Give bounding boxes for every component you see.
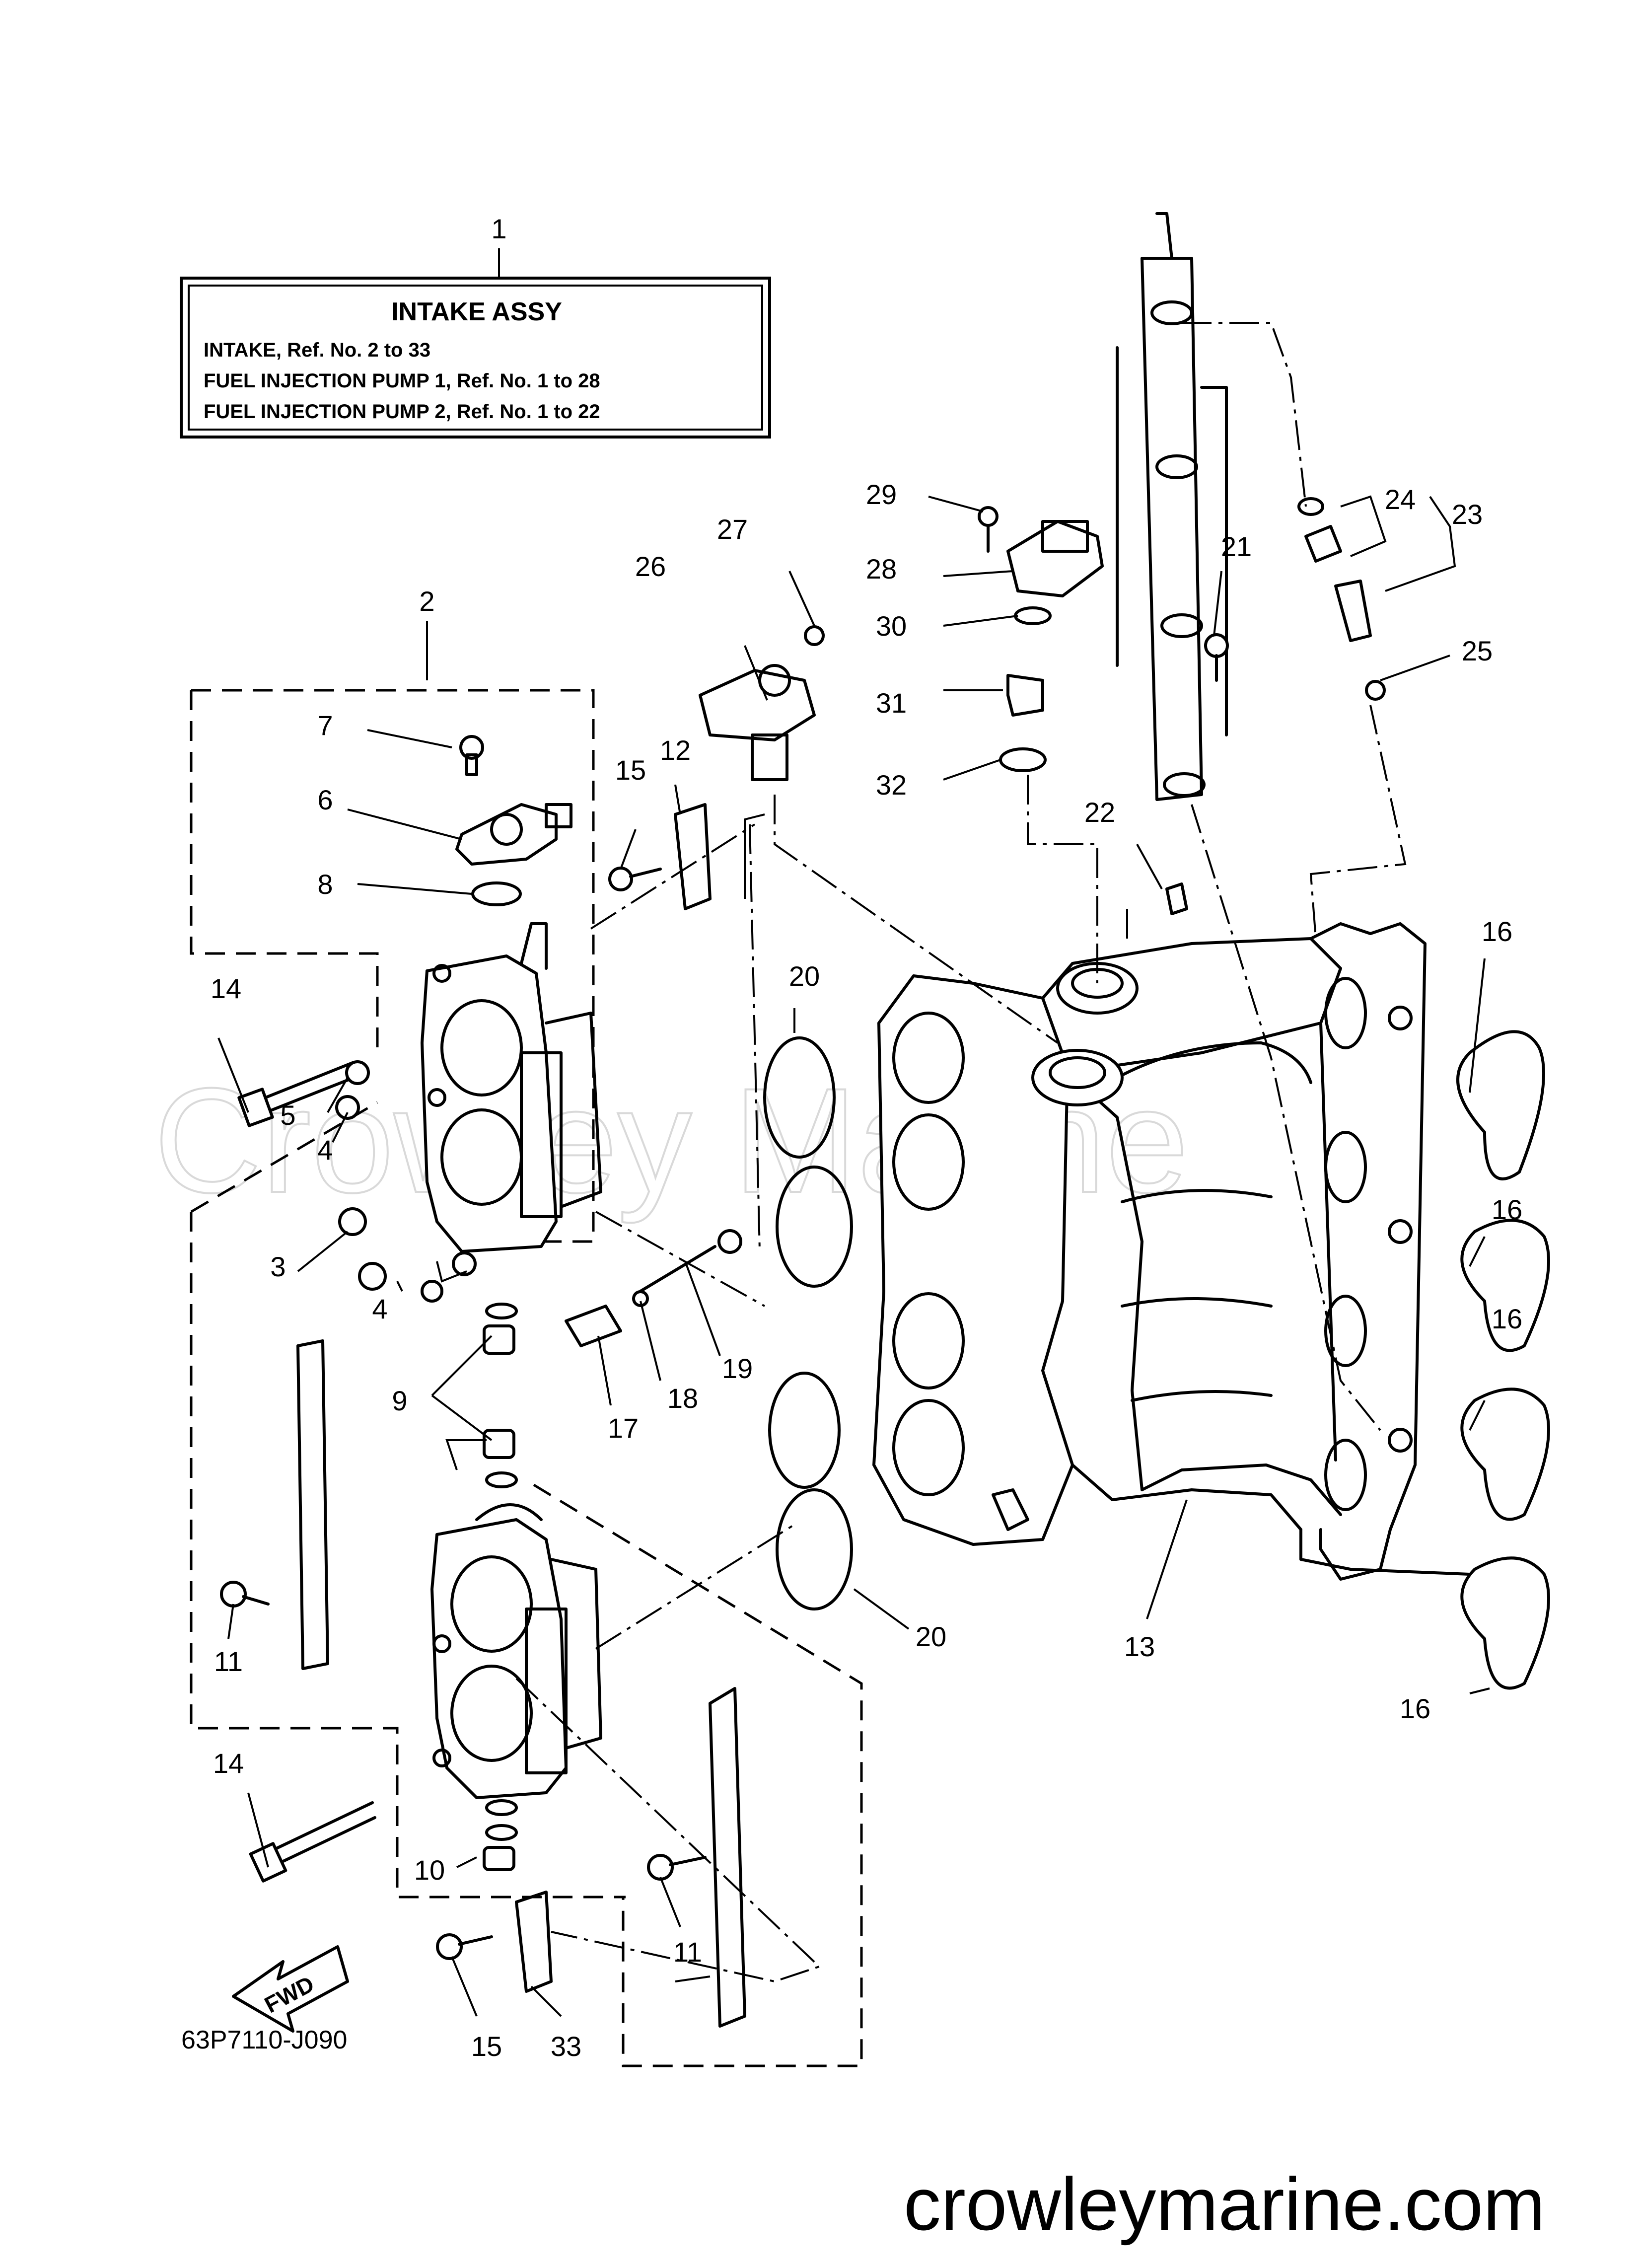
callout-11b: 11: [673, 1936, 702, 1968]
callout-26: 26: [635, 551, 666, 582]
label-box-line-2: FUEL INJECTION PUMP 1, Ref. No. 1 to 28: [204, 370, 600, 392]
callout-29: 29: [866, 479, 897, 510]
fuel-pump-parts: [699, 506, 1104, 781]
callout-4a: 4: [317, 1134, 333, 1166]
callout-7: 7: [317, 710, 333, 741]
callout-32: 32: [876, 769, 907, 801]
callout-15a: 15: [615, 754, 646, 786]
callout-6: 6: [317, 784, 333, 815]
callout-5: 5: [280, 1099, 295, 1131]
throttle-body-lower: [430, 1503, 602, 1799]
callout-17: 17: [608, 1412, 639, 1444]
callout-9: 9: [392, 1385, 407, 1416]
callout-16d: 16: [1400, 1693, 1430, 1724]
callout-16a: 16: [1482, 916, 1512, 947]
callout-14b: 14: [213, 1748, 244, 1779]
callout-13: 13: [1124, 1631, 1155, 1662]
label-box-title: INTAKE ASSY: [391, 297, 562, 326]
callout-33: 33: [551, 2031, 581, 2062]
callout-numbers: 1 2 3 4 4 5 6 7 8 9 10 11 11 12 13 14 14…: [211, 213, 1522, 2062]
callout-22: 22: [1084, 797, 1115, 828]
callout-27: 27: [717, 513, 748, 545]
leader-lines: [217, 495, 1490, 2017]
fuel-rail: [1116, 212, 1386, 915]
footer-url: crowleymarine.com: [904, 2162, 1545, 2246]
callout-20b: 20: [916, 1621, 946, 1652]
callout-24: 24: [1385, 484, 1416, 515]
callout-11a: 11: [214, 1646, 243, 1677]
throttle-body-upper: [421, 922, 602, 1253]
callout-10: 10: [414, 1854, 445, 1886]
label-box-line-3: FUEL INJECTION PUMP 2, Ref. No. 1 to 22: [204, 401, 600, 423]
callout-28: 28: [866, 553, 897, 585]
callout-23: 23: [1452, 499, 1483, 530]
hardware-bolts: [220, 867, 707, 1960]
callout-4b: 4: [372, 1293, 387, 1324]
assembly-boundaries: [190, 689, 863, 2067]
callout-31: 31: [876, 687, 907, 719]
throttle-position-sensor: [455, 735, 572, 906]
callout-15b: 15: [471, 2031, 502, 2062]
callout-12: 12: [660, 734, 691, 766]
callout-2: 2: [419, 585, 434, 617]
callout-18: 18: [667, 1383, 698, 1414]
callout-21: 21: [1221, 531, 1252, 562]
callout-16b: 16: [1492, 1194, 1522, 1225]
fwd-arrow-icon: FWD: [232, 1945, 349, 2033]
link-rod: [565, 1229, 742, 1347]
diagram-code: 63P7110-J090: [181, 2026, 347, 2054]
callout-16c: 16: [1492, 1303, 1522, 1334]
callout-25: 25: [1462, 635, 1493, 666]
callout-20a: 20: [789, 960, 820, 992]
callout-3: 3: [270, 1251, 286, 1282]
callout-1: 1: [491, 213, 506, 244]
callout-8: 8: [317, 869, 333, 900]
gaskets: [296, 803, 1550, 2028]
callout-19: 19: [722, 1353, 753, 1384]
intake-manifold: [872, 922, 1471, 1581]
callout-30: 30: [876, 610, 907, 642]
label-box-line-1: INTAKE, Ref. No. 2 to 33: [204, 339, 430, 361]
callout-14a: 14: [211, 973, 241, 1004]
center-lines: [515, 322, 1407, 1983]
label-box: INTAKE ASSY INTAKE, Ref. No. 2 to 33 FUE…: [180, 248, 771, 439]
